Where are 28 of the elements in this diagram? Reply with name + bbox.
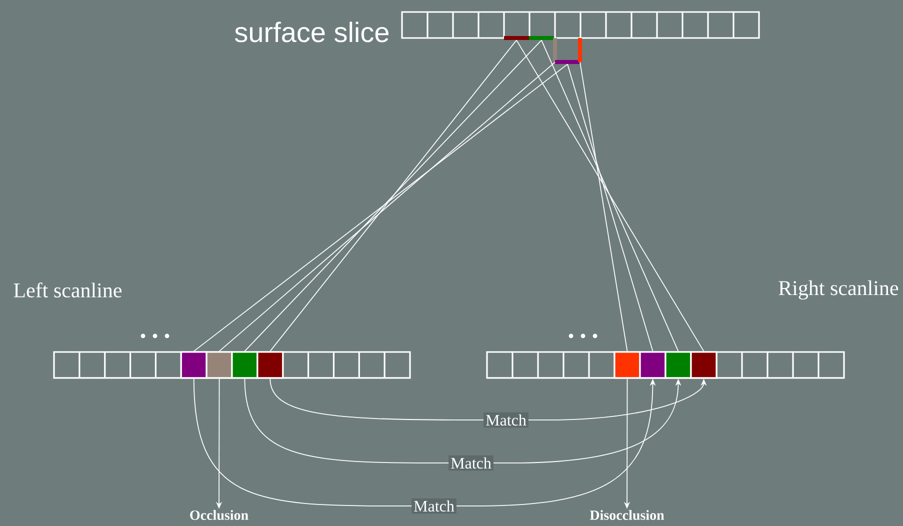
heading: surface slice	[234, 22, 388, 42]
surface-segment	[555, 60, 580, 64]
scanline-label: Right scanline	[778, 280, 898, 300]
cell-strip	[401, 11, 760, 39]
projection-line	[541, 40, 679, 352]
caption-text: Occlusion	[190, 510, 248, 520]
pixel-cell	[231, 351, 258, 379]
projection-line	[244, 40, 542, 352]
pixel-cell	[180, 351, 208, 379]
projection-line	[516, 40, 704, 352]
pixel-cell	[256, 351, 284, 379]
projection-line	[567, 64, 654, 352]
pixel-cell	[664, 351, 692, 379]
edge-label: Match	[414, 500, 454, 512]
pixel-cell	[614, 351, 641, 379]
surface-segment	[578, 38, 582, 62]
surface-segment	[553, 38, 557, 62]
projection-line	[270, 40, 517, 352]
projection-line	[580, 62, 628, 352]
pixel-cell	[639, 351, 666, 379]
caption-text: Disocclusion	[590, 510, 664, 520]
surface-segment	[529, 36, 554, 40]
pixel-cell	[206, 351, 233, 379]
edge-label: Match	[451, 457, 492, 469]
scanline-label: Left scanline	[14, 282, 122, 298]
surface-segment	[504, 36, 529, 40]
pixel-cell	[690, 351, 718, 379]
edge-label: Match	[486, 414, 526, 426]
